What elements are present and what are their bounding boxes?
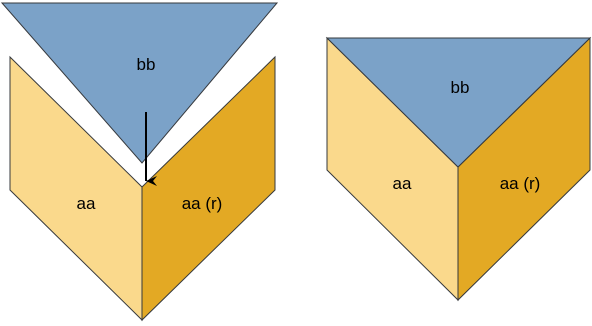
left-figure: bb aa aa (r) bbox=[0, 2, 279, 322]
right-figure-right-label: aa (r) bbox=[500, 174, 541, 193]
left-figure-right-face bbox=[141, 55, 276, 322]
right-figure: bb aa aa (r) bbox=[325, 36, 592, 302]
left-figure-right-label: aa (r) bbox=[182, 194, 223, 213]
left-figure-top-triangle bbox=[0, 2, 279, 164]
left-figure-left-label: aa bbox=[77, 194, 96, 213]
left-figure-top-label: bb bbox=[137, 55, 156, 74]
right-figure-top-label: bb bbox=[451, 78, 470, 97]
right-figure-top-triangle bbox=[325, 37, 592, 168]
right-figure-left-label: aa bbox=[393, 174, 412, 193]
